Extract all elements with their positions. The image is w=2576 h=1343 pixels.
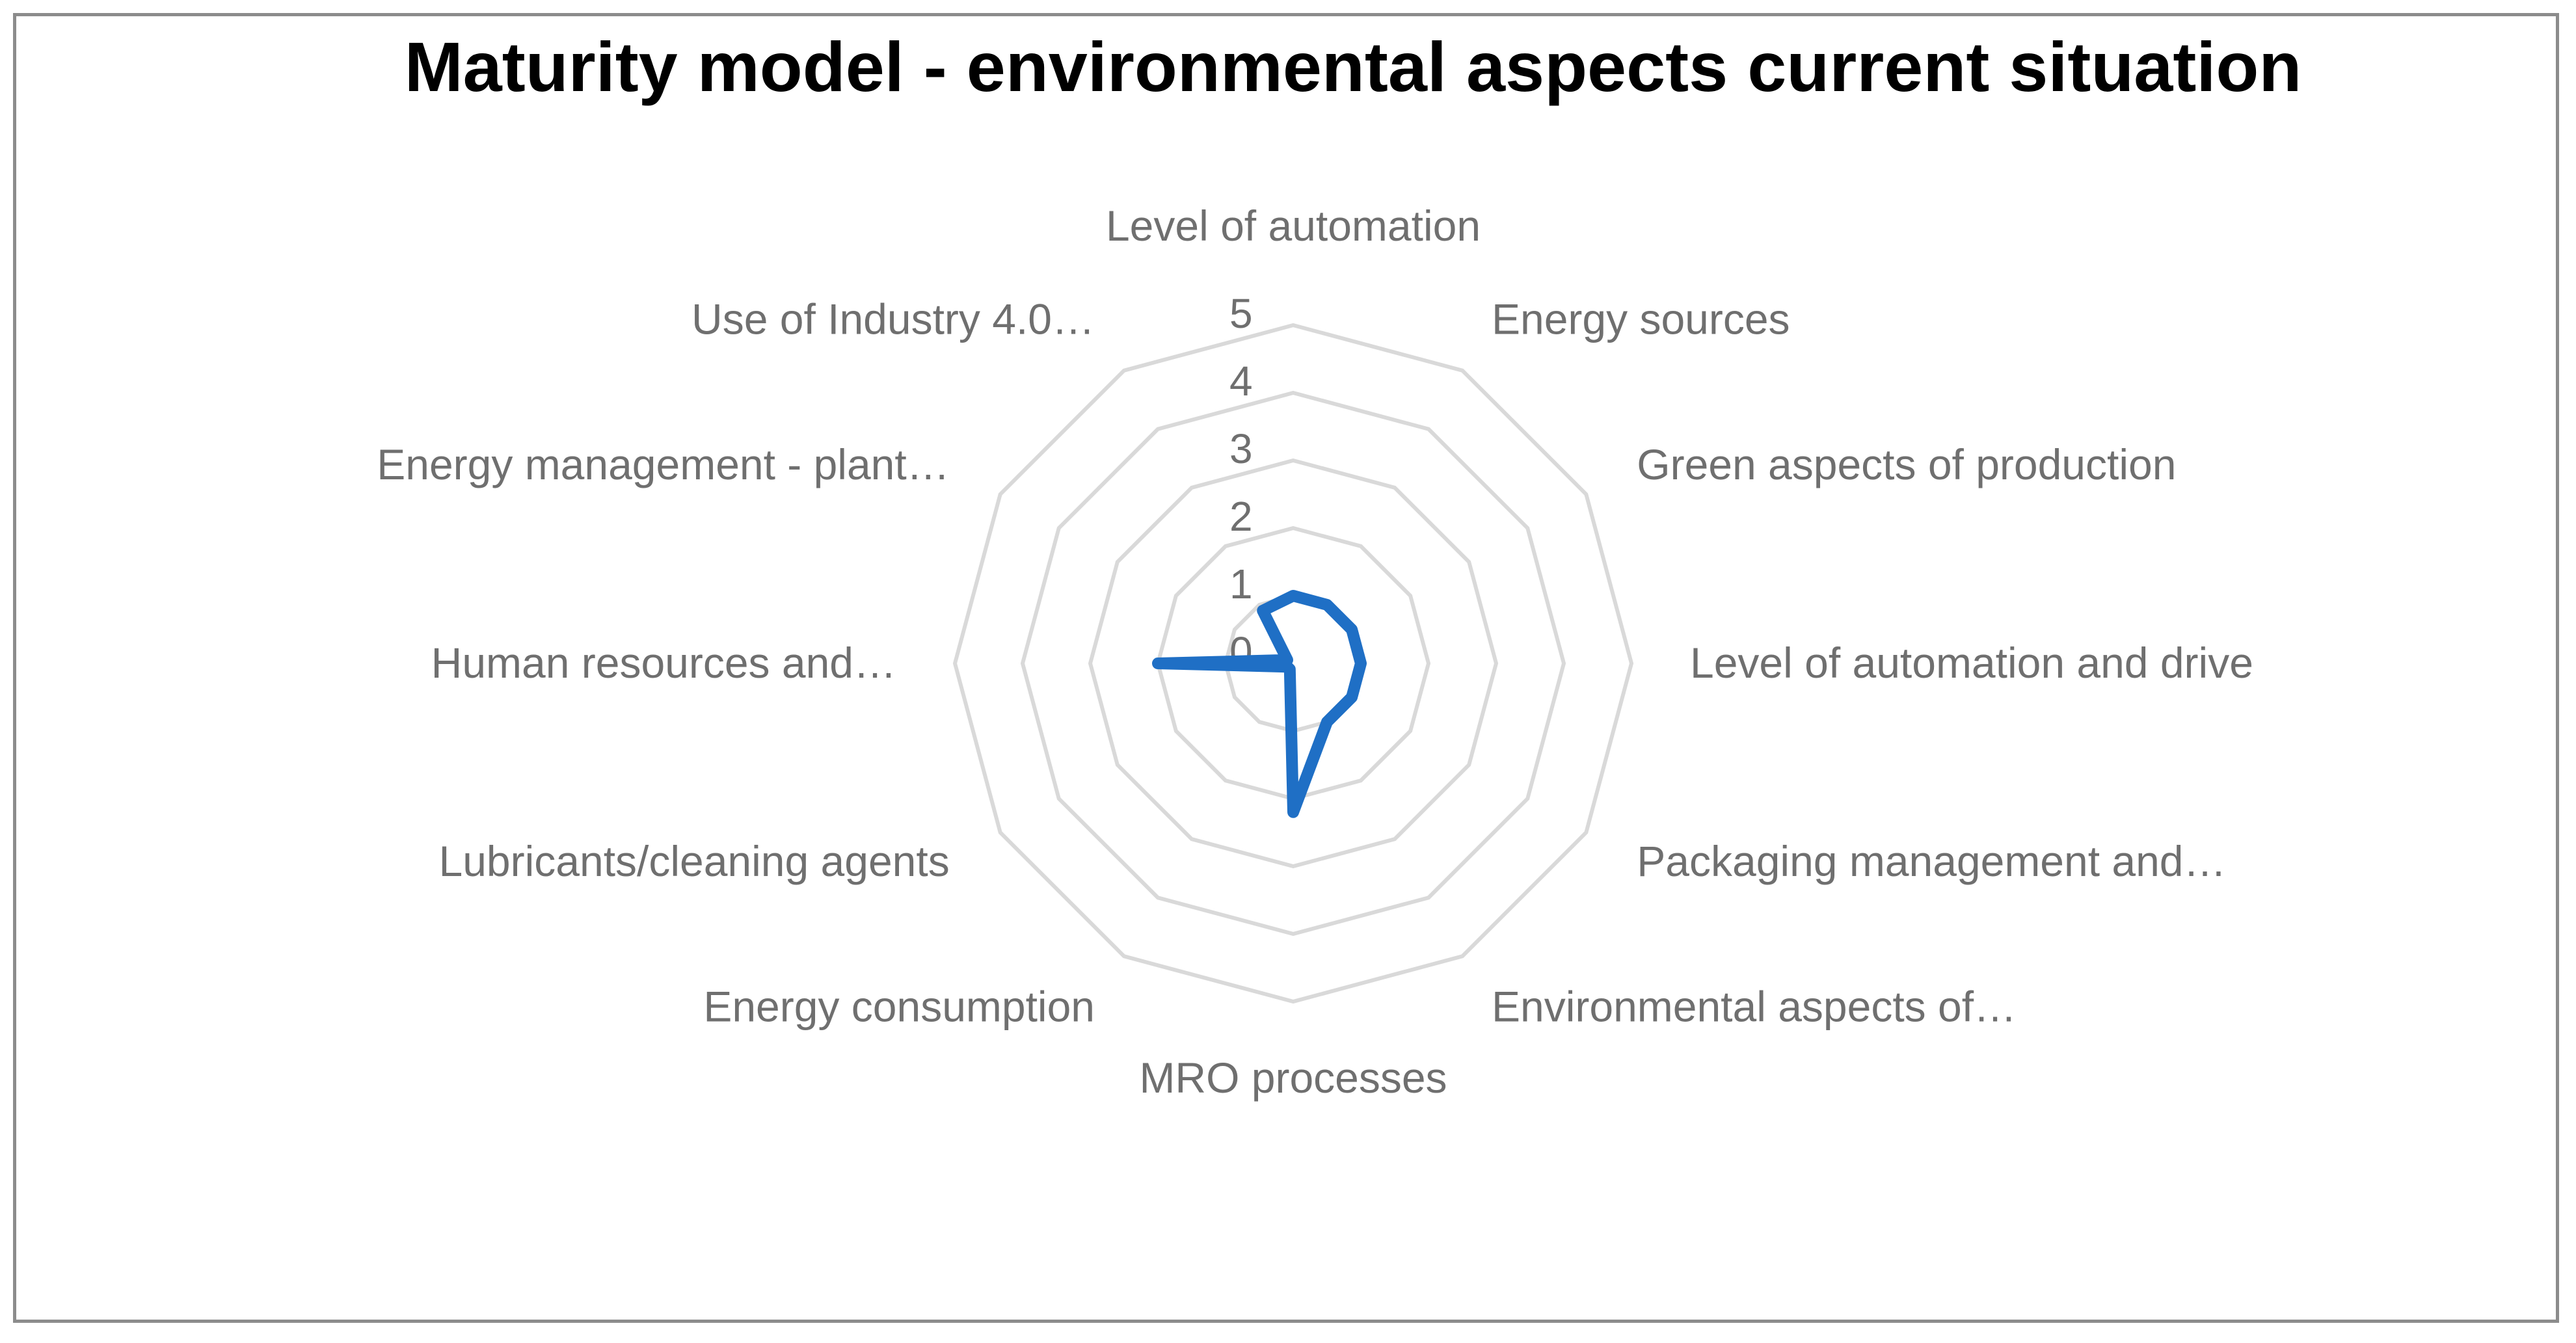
radar-grid	[952, 323, 1634, 1004]
radar-series-line	[1152, 590, 1367, 818]
radial-tick-label: 1	[1229, 561, 1253, 607]
axis-label: MRO processes	[1139, 1054, 1447, 1102]
axis-label: Energy sources	[1492, 295, 1790, 343]
axis-label: Level of automation and drive	[1690, 639, 2253, 687]
radial-tick-label: 5	[1229, 290, 1253, 337]
axis-label: Level of automation	[1106, 202, 1481, 250]
axis-label: Lubricants/cleaning agents	[439, 837, 950, 885]
axis-label: Energy management - plant…	[377, 440, 949, 488]
radar-series-layer	[1152, 590, 1367, 818]
radial-tick-label: 2	[1229, 493, 1253, 540]
grid-ring-4	[1020, 390, 1566, 937]
grid-ring-3	[1088, 458, 1499, 869]
axis-label: Packaging management and…	[1637, 837, 2226, 885]
chart-title: Maturity model - environmental aspects c…	[404, 27, 2302, 106]
axis-label: Green aspects of production	[1637, 440, 2176, 488]
axis-label: Energy consumption	[703, 982, 1095, 1030]
radial-tick-label: 4	[1229, 358, 1253, 405]
axis-label: Environmental aspects of…	[1492, 982, 2017, 1030]
axis-label: Human resources and…	[431, 639, 896, 687]
grid-ring-5	[952, 323, 1634, 1004]
radial-tick-label: 3	[1229, 425, 1253, 472]
axis-label: Use of Industry 4.0…	[691, 295, 1095, 343]
